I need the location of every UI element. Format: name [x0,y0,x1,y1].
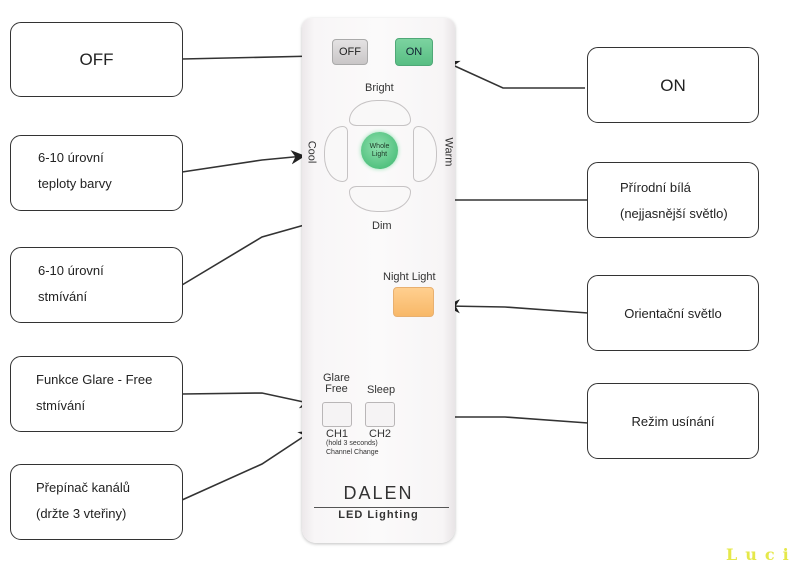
arrow-night-light [445,299,589,314]
callout-line: stmívání [36,398,86,413]
arrow-glare-free [181,392,315,409]
brand-logo: DALEN [343,483,414,503]
glare-label: Glare [323,372,350,384]
dim-button[interactable] [349,186,411,212]
remote-control: OFF ON Bright Dim Cool Warm Whole Light … [302,18,455,543]
whole-light-button[interactable]: Whole Light [361,132,398,169]
night-light-label: Night Light [383,271,436,283]
callout-off: OFF [10,22,183,97]
watermark: Luci [726,545,797,564]
cool-label: Cool [305,140,318,164]
callout-line: Funkce Glare - Free [36,372,153,387]
callout-line: (držte 3 vteřiny) [36,506,127,521]
callout-color-temperature: 6-10 úrovní teploty barvy [10,135,183,211]
off-button[interactable]: OFF [332,39,368,65]
whole-light-label-1: Whole [369,142,390,150]
channel-change-label: Channel Change [326,449,379,456]
bright-button[interactable] [349,100,411,126]
callout-orientation-text: Orientační světlo [624,305,722,321]
callout-line: Přírodní bílá [620,180,691,195]
callout-line: 6-10 úrovní [38,150,104,165]
callout-glare-free: Funkce Glare - Free stmívání [10,356,183,432]
free-label: Free [325,383,348,395]
warm-label: Warm [442,137,455,167]
warm-button[interactable] [413,126,437,182]
ch1-label: CH1 [326,428,349,440]
brand-subtitle: LED Lighting [338,509,419,521]
callout-line: (nejjasnější světlo) [620,206,728,221]
arrow-cool [181,150,306,173]
whole-light-label-2: Light [371,150,388,158]
callout-orientation-light: Orientační světlo [587,275,759,351]
dim-label: Dim [372,220,392,232]
sleep-label: Sleep [367,384,396,396]
callout-off-text: OFF [79,50,114,69]
callout-line: teploty barvy [38,176,112,191]
ch2-label: CH2 [369,428,392,440]
arrow-channel [181,430,314,501]
cool-button[interactable] [324,126,348,182]
on-button[interactable]: ON [395,38,433,66]
bright-label: Bright [365,82,394,94]
hold-note: (hold 3 seconds) [326,440,378,447]
callout-natural-white: Přírodní bílá (nejjasnější světlo) [587,162,759,238]
callout-line: stmívání [38,289,88,304]
callout-on: ON [587,47,759,123]
glare-free-ch1-button[interactable] [322,402,352,427]
arrow-on [444,60,585,89]
sleep-ch2-button[interactable] [365,402,395,427]
callout-line: Přepínač kanálů [36,480,130,495]
callout-dimming: 6-10 úrovní stmívání [10,247,183,323]
callout-sleep-mode: Režim usínání [587,383,759,459]
callout-sleep-text: Režim usínání [631,413,715,429]
callout-channel-switch: Přepínač kanálů (držte 3 vteřiny) [10,464,183,540]
glare-free-label: Glare Free [323,373,350,395]
brand-divider [314,507,449,508]
callout-line: 6-10 úrovní [38,263,104,278]
night-light-button[interactable] [393,287,434,317]
callout-on-text: ON [660,75,686,95]
arrow-off [181,49,318,64]
